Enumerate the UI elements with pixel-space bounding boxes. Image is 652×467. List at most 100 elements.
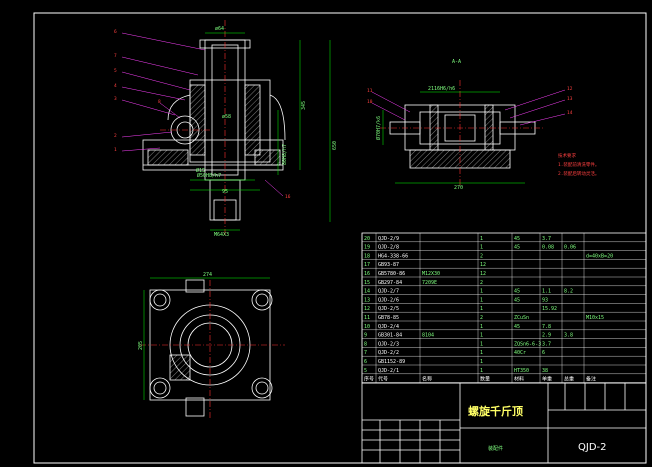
bom-cell-note: d=40xB=20 [586,253,613,259]
bom-cell-no: 7 [364,350,367,356]
bom-cell-qty: 1 [480,245,483,251]
front-centerlines [160,20,226,235]
bom-cell-code: GB78-85 [378,315,399,321]
front-dimensions [190,32,331,231]
bom-cell-w2: 0.06 [564,245,576,251]
bom-cell-mat: 材料 [514,376,524,383]
bom-cell-qty: 1 [480,350,483,356]
bom-cell-qty: 1 [480,324,483,330]
bom-cell-qty: 1 [480,333,483,339]
bom-cell-mat: 45 [514,289,520,295]
top-centerlines [140,280,285,420]
drawing-frame [33,12,647,464]
side-centerlines [380,80,545,185]
bom-cell-qty: 1 [480,236,483,242]
bom-cell-code: GB301-84 [378,333,402,339]
dim-side-bottom: 270 [454,185,463,191]
bom-cell-no: 9 [364,333,367,339]
dim-side-top: 2116H6/h6 [428,86,455,92]
bom-cell-mat: 45 [514,236,520,242]
bom-cell-name: 名称 [422,376,432,383]
bom-cell-mat: 40Cr [514,350,526,356]
bom-cell-mat: 45 [514,245,520,251]
dim-side-left: Ø70H7/k6 [375,116,382,140]
bom-cell-qty: 2 [480,253,483,259]
bom-cell-no: 6 [364,359,367,365]
bom-cell-code: GB297-84 [378,280,402,286]
note-title: 技术要求 [558,152,576,159]
bom-cell-code: GB1152-89 [378,359,405,365]
title-block [361,382,647,464]
bom-cell-w1: 38 [542,368,548,374]
dim-top-width: 274 [203,272,212,278]
side-view [389,104,536,169]
bom-cell-w1: 2.9 [542,333,551,339]
top-dimensions [143,277,270,400]
bom-cell-code: QJD-2/2 [378,350,399,356]
bom-cell-w1: 15.92 [542,306,557,312]
bom-cell-w1: 0.08 [542,245,554,251]
balloon-5: 5 [114,68,117,74]
bom-cell-qty: 数量 [480,376,490,383]
bom-cell-code: QJD-2/6 [378,297,399,303]
bom-cell-no: 17 [364,262,370,268]
bom-cell-w1: 单重 [542,376,552,383]
drawing-code: QJD-2 [578,442,607,453]
balloon-6: 6 [114,29,117,35]
dim-front-345: 345 [301,101,307,110]
bom-cell-mat: 45 [514,324,520,330]
bom-cell-qty: 12 [480,271,486,277]
balloon-11: 11 [367,88,373,94]
dim-top-height: 205 [138,341,144,350]
front-leaders [121,32,284,197]
bom-cell-no: 12 [364,306,370,312]
dim-front-15: Ø15 [196,167,205,174]
bom-cell-qty: 1 [480,306,483,312]
bom-cell-code: QJD-2/9 [378,236,399,242]
balloon-8: 8 [158,99,161,105]
bom-cell-code: QJD-2/4 [378,324,399,330]
bom-cell-no: 18 [364,253,370,259]
balloon-13: 13 [567,96,573,102]
side-leaders [371,89,566,126]
balloon-3: 3 [114,96,117,102]
bom-cell-qty: 1 [480,289,483,295]
bom-cell-no: 11 [364,315,370,321]
technical-notes: 技术要求 1.装配前清洗零件。 2.装配后转动灵活。 [558,152,599,177]
bom-cell-w2: 总重 [564,376,574,383]
bom-cell-name: 8104 [422,333,434,339]
front-dimension-texts: ø64 ø58 Ø50H8/h7 95 345 650 80H8/h7 Ø15 … [196,26,338,238]
drawing-title: 螺旋千斤顶 [468,404,523,418]
bom-cell-note: 备注 [586,376,596,383]
bom-cell-no: 8 [364,341,367,347]
bom-cell-qty: 2 [480,315,483,321]
bom-cell-code: QJD-2/7 [378,289,399,295]
bom-cell-code: QJD-2/5 [378,306,399,312]
dim-front-95: 95 [222,189,228,195]
bom-cell-mat: ZQSn6-6-3 [514,341,541,347]
bom-cell-code: QJD-2/1 [378,368,399,374]
bom-cell-code: GB93-87 [378,262,399,268]
bom-cell-code: 代号 [378,376,388,383]
note-2: 2.装配后转动灵活。 [558,170,599,177]
bom-cell-w1: 3.7 [542,341,551,347]
bom-cell-no: 10 [364,324,370,330]
bom-cell-no: 15 [364,280,370,286]
note-1: 1.装配前清洗零件。 [558,161,599,168]
balloon-14: 14 [567,110,573,116]
side-dimensions [382,91,525,184]
balloon-10: 10 [367,99,373,105]
dim-front-80: 80H8/h7 [282,144,288,165]
bom-cell-w1: 7.8 [542,324,551,330]
bom-cell-no: 16 [364,271,370,277]
bom-cell-no: 19 [364,245,370,251]
balloon-1: 1 [114,147,117,153]
bom-cell-w1: 93 [542,297,548,303]
bom-cell-code: GB5780-86 [378,271,405,277]
drawing-subtitle: 装配件 [488,445,503,452]
dim-front-top: ø64 [215,26,224,32]
bom-cell-no: 序号 [364,376,374,383]
